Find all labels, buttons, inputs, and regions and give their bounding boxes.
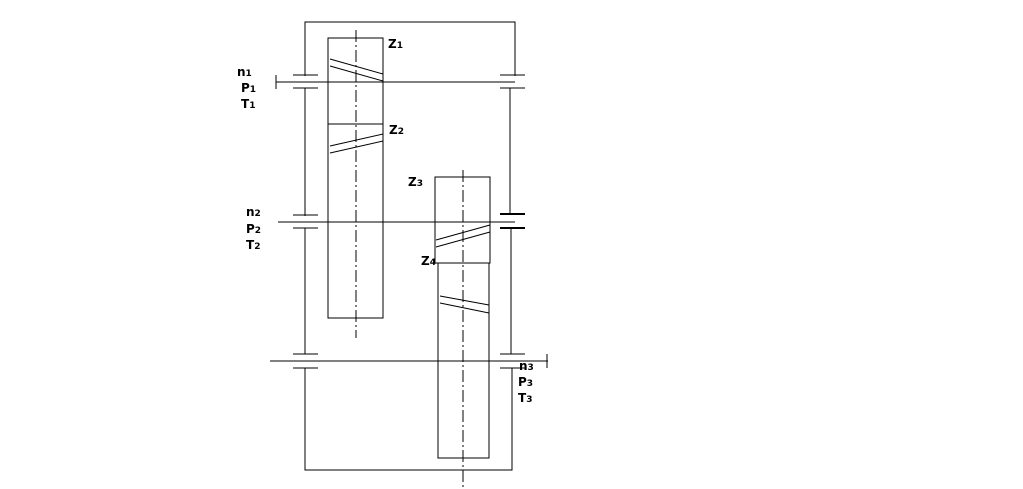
bearing-right-shaft3 bbox=[500, 353, 525, 369]
label-n2: n2 bbox=[246, 205, 261, 219]
housing-outline bbox=[304, 21, 516, 471]
label-t2: T2 bbox=[246, 238, 260, 252]
bearing-left-shaft2 bbox=[293, 214, 318, 229]
bearing-right-shaft1 bbox=[500, 74, 525, 89]
label-z3: Z3 bbox=[408, 175, 423, 189]
label-n3: n3 bbox=[519, 359, 534, 373]
bearing-left-shaft3 bbox=[293, 353, 318, 369]
label-z2: Z2 bbox=[389, 123, 404, 137]
label-z4: Z4 bbox=[421, 254, 436, 268]
input-shaft bbox=[275, 75, 515, 89]
label-t3: T3 bbox=[518, 391, 532, 405]
bearing-right-shaft2 bbox=[500, 213, 525, 229]
label-t1: T1 bbox=[241, 97, 255, 111]
bearing-left-shaft1 bbox=[293, 74, 318, 89]
output-shaft bbox=[270, 354, 548, 368]
label-p2: P2 bbox=[246, 222, 261, 236]
label-n1: n1 bbox=[237, 65, 252, 79]
label-p1: P1 bbox=[241, 81, 256, 95]
label-p3: P3 bbox=[518, 375, 533, 389]
label-z1: Z1 bbox=[388, 37, 403, 51]
